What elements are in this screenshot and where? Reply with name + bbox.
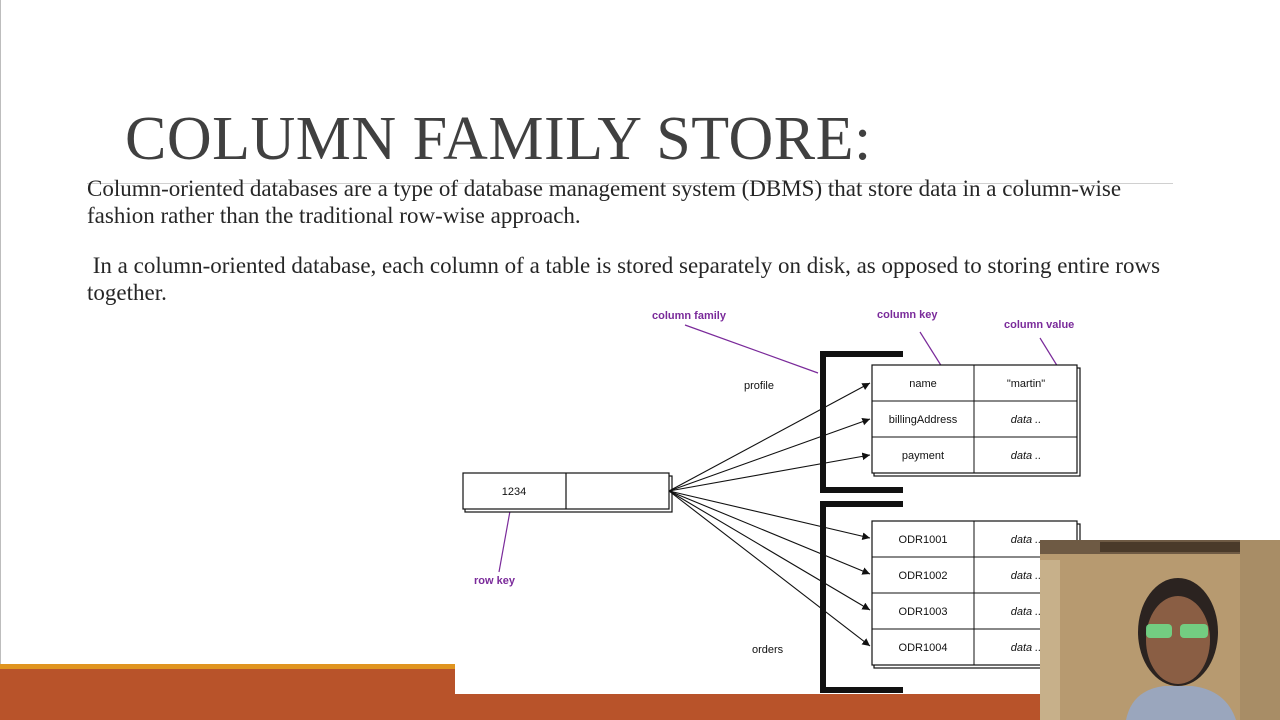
- pointer-column-family: [684, 324, 819, 374]
- family-label-profile: profile: [744, 380, 774, 392]
- column-key: billingAddress: [889, 414, 958, 426]
- column-key: ODR1001: [899, 534, 948, 546]
- annotation-column-value: column value: [1004, 319, 1074, 331]
- annotation-row-key: row key: [474, 575, 516, 587]
- orders-bracket: [820, 501, 903, 693]
- column-value: "martin": [1007, 378, 1045, 390]
- column-value: data ..: [1011, 642, 1042, 654]
- column-value: data ..: [1011, 606, 1042, 618]
- column-key: name: [909, 378, 937, 390]
- annotation-column-family: column family: [652, 310, 727, 322]
- column-family-diagram: column family column key column value ro…: [462, 309, 1081, 693]
- profile-table: name "martin" billingAddress data .. pay…: [871, 364, 1081, 477]
- footer-accent-stripe: [0, 664, 455, 670]
- column-key: ODR1002: [899, 570, 948, 582]
- column-value: data ..: [1011, 450, 1042, 462]
- paragraph-1: Column-oriented databases are a type of …: [87, 176, 1122, 228]
- paragraph-2: In a column-oriented database, each colu…: [87, 253, 1166, 305]
- profile-bracket: [820, 351, 903, 493]
- slide-title: COLUMN FAMILY STORE:: [125, 105, 872, 173]
- column-key: ODR1003: [899, 606, 948, 618]
- annotation-column-key: column key: [877, 309, 938, 321]
- column-value: data ..: [1011, 414, 1042, 426]
- family-label-orders: orders: [752, 644, 784, 656]
- column-value: data ..: [1011, 570, 1042, 582]
- row-key-value: 1234: [502, 486, 526, 498]
- column-key: payment: [902, 450, 944, 462]
- row-key-box: 1234: [462, 472, 673, 513]
- column-key: ODR1004: [899, 642, 948, 654]
- presenter-video: [1040, 540, 1280, 720]
- title-divider: [87, 183, 1173, 184]
- slide-left-edge: [0, 0, 1, 720]
- column-value: data ..: [1011, 534, 1042, 546]
- arrows: [668, 382, 871, 647]
- pointer-column-key: [919, 331, 943, 368]
- webcam-overlay: [1040, 540, 1280, 720]
